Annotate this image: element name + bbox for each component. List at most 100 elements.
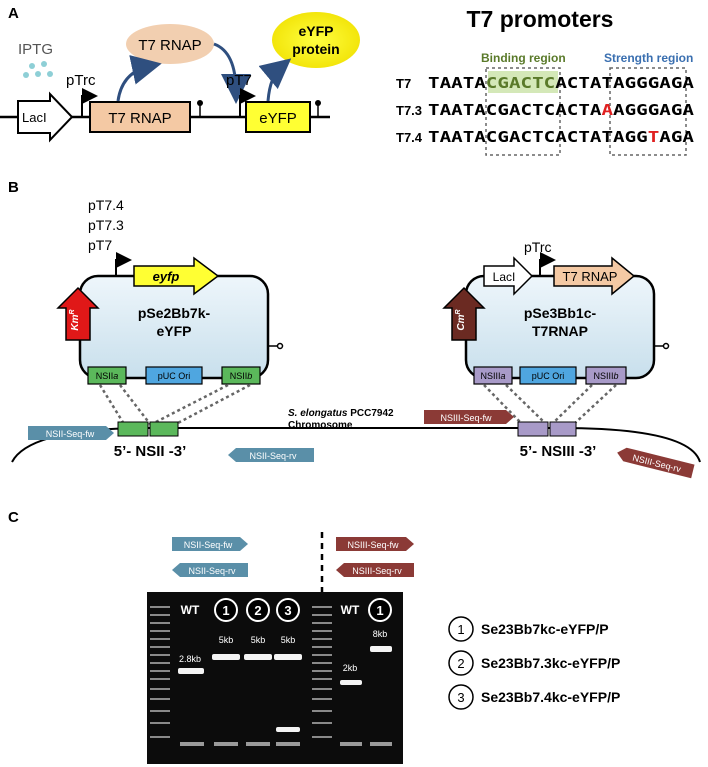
nsiii-seq-rv-primer xyxy=(617,447,695,479)
nsiii-seq-fw-label: NSIII-Seq-fw xyxy=(440,413,492,423)
band-label-r-wt: 2kb xyxy=(343,663,358,673)
promoter-name: T7 xyxy=(396,76,411,91)
panel-c-label: C xyxy=(8,509,19,526)
nsiii-b-label: NSIIIb xyxy=(593,371,618,381)
lane-number-circle-3 xyxy=(276,598,300,622)
legend-label: Se23Bb7.3kc-eYFP/P xyxy=(481,655,620,671)
c-nsii-rv-primer xyxy=(172,563,248,577)
nsii-a-label: NSIIa xyxy=(96,371,119,381)
binding-region-label: Binding region xyxy=(481,51,566,65)
nsii-b-box xyxy=(221,366,261,385)
expression-arrow-2 xyxy=(258,58,292,102)
legend-number-circle xyxy=(448,650,474,676)
legend-number: 1 xyxy=(457,622,464,637)
plasmid-2-promoter-icon xyxy=(539,252,556,276)
puc-ori-box-1 xyxy=(145,366,203,385)
legend-number-circle xyxy=(448,684,474,710)
plasmid-1-promoter-icon xyxy=(115,252,132,276)
legend-item-1: 1 Se23Bb7kc-eYFP/P xyxy=(448,616,609,642)
t7-rnap-gene-label: T7 RNAP xyxy=(108,110,171,127)
lane-number-circle-2 xyxy=(246,598,270,622)
eyfp-protein xyxy=(272,12,360,68)
nsii-seq-fw-primer xyxy=(28,426,114,440)
t7-rnap-gene-arrow-b xyxy=(553,256,636,296)
chromosome-line xyxy=(11,427,701,463)
legend-number: 3 xyxy=(457,690,464,705)
iptg-label: IPTG xyxy=(18,41,53,58)
expression-arrow-1 xyxy=(116,55,162,102)
lane-number-circle-r1 xyxy=(368,598,392,622)
c-nsiii-rv-label: NSIII-Seq-rv xyxy=(352,566,402,576)
nsiii-a-label: NSIIIa xyxy=(480,371,505,381)
plasmid-2-laci-label: LacI xyxy=(493,270,516,284)
t7-rnap-gene-box xyxy=(89,101,191,133)
plasmid-1-name-1: pSe2Bb7k- xyxy=(138,305,211,321)
c-nsiii-fw-primer xyxy=(336,537,414,551)
cmr-marker-label: CmR xyxy=(455,309,467,330)
pt7-label: pT7 xyxy=(226,72,252,89)
eyfp-gene-box xyxy=(245,101,311,133)
plasmid-2-name-2: T7RNAP xyxy=(532,323,588,339)
ptrc-label: pTrc xyxy=(66,72,96,89)
nsii-a-box xyxy=(87,366,127,385)
nsii-site-label: 5’- NSII -3’ xyxy=(114,443,187,460)
chromosome-label-2: Chromosome xyxy=(288,420,353,431)
band-label-3: 5kb xyxy=(281,635,296,645)
panel-b-label: B xyxy=(8,179,19,196)
legend-item-3: 3 Se23Bb7.4kc-eYFP/P xyxy=(448,684,620,710)
panel-a-label: A xyxy=(8,5,19,22)
c-nsii-rv-label: NSII-Seq-rv xyxy=(188,566,236,576)
plasmid-2-laci-arrow xyxy=(483,256,534,296)
nsii-seq-rv-primer xyxy=(228,448,314,462)
promoters-title: T7 promoters xyxy=(467,6,614,32)
band-label-r1: 8kb xyxy=(373,629,388,639)
c-nsii-fw-label: NSII-Seq-fw xyxy=(184,540,233,550)
nsiii-seq-rv-primer-group: NSIII-Seq-rv xyxy=(617,447,695,479)
legend-label: Se23Bb7kc-eYFP/P xyxy=(481,621,609,637)
puc-ori-box-2 xyxy=(519,366,577,385)
t7-rnap-protein-label: T7 RNAP xyxy=(138,37,201,54)
binding-region-highlight xyxy=(488,71,558,93)
plasmid-2-terminator-icon xyxy=(654,342,670,350)
lane-number-circle-1 xyxy=(214,598,238,622)
c-nsii-fw-primer xyxy=(172,537,248,551)
binding-region-box xyxy=(485,67,561,156)
strength-region-box xyxy=(609,67,687,156)
homology-lines xyxy=(98,383,617,426)
band-label-wt: 2.8kb xyxy=(179,654,201,664)
gel-ladder-right xyxy=(312,606,332,738)
t7-rnap-protein xyxy=(126,24,214,64)
promoter-variant-0: pT7.4 xyxy=(88,197,124,213)
plasmid-2-ptrc-label: pTrc xyxy=(524,239,551,255)
lane-label-3: 3 xyxy=(284,603,291,618)
lane-label-2: 2 xyxy=(254,603,261,618)
plasmid-1-name-2: eYFP xyxy=(156,323,191,339)
nsiii-b-box xyxy=(585,366,627,385)
lane-label-r1: 1 xyxy=(376,603,383,618)
promoter-name: T7.4 xyxy=(396,130,423,145)
nsii-seq-rv-label: NSII-Seq-rv xyxy=(249,451,297,461)
nsii-seq-fw-label: NSII-Seq-fw xyxy=(46,429,95,439)
terminator-icon xyxy=(197,100,203,117)
iptg-dots-icon xyxy=(23,61,53,78)
t7-rnap-gene-label-b: T7 RNAP xyxy=(563,269,618,284)
nsiii-site-box-a xyxy=(517,421,549,437)
promoter-name: T7.3 xyxy=(396,103,422,118)
c-nsiii-fw-label: NSIII-Seq-fw xyxy=(347,540,399,550)
gel-ladder-left xyxy=(150,606,170,738)
nsiii-seq-fw-primer xyxy=(424,410,514,424)
kmr-marker-arrow xyxy=(56,286,100,341)
gel-bands xyxy=(178,646,392,732)
kmr-marker-label: KmR xyxy=(69,309,81,330)
c-nsiii-rv-primer xyxy=(336,563,414,577)
band-label-2: 5kb xyxy=(251,635,266,645)
plasmid-2-name-1: pSe3Bb1c- xyxy=(524,305,597,321)
plasmid-1-terminator-icon xyxy=(268,342,284,350)
